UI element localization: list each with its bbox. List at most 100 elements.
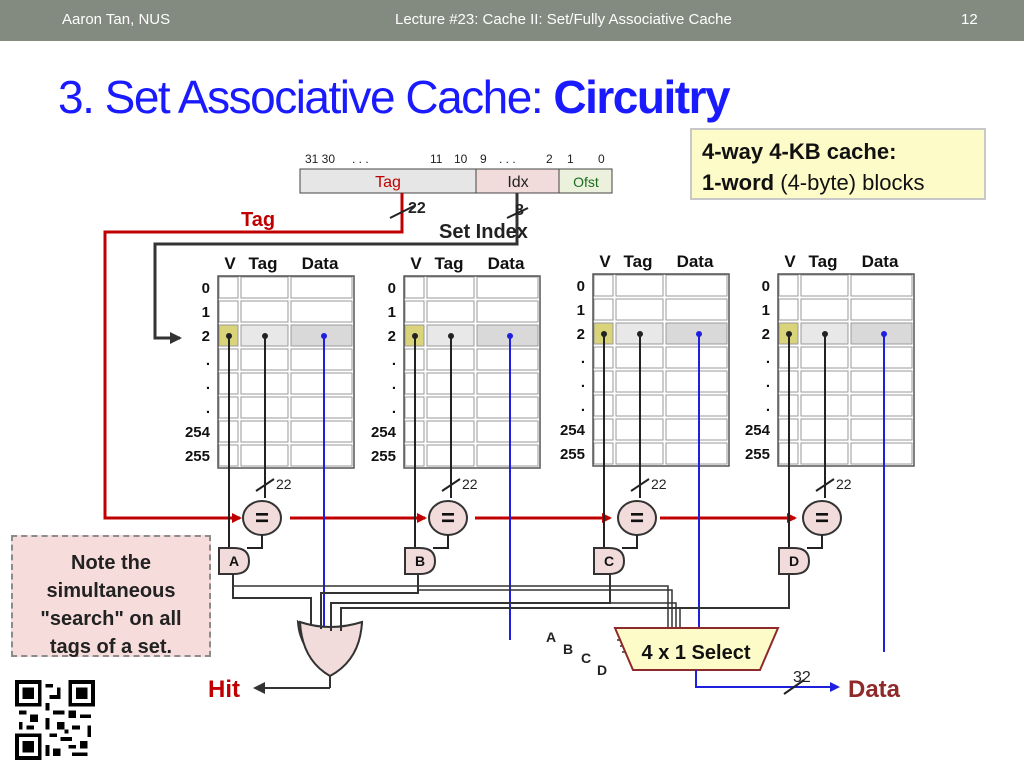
cache-cell xyxy=(290,348,353,371)
compare-result-wire xyxy=(807,535,823,549)
cache-way-frame xyxy=(592,273,730,467)
cache-cell xyxy=(850,298,913,321)
cache-cell xyxy=(476,372,539,395)
cache-cell xyxy=(665,370,728,393)
cache-cell xyxy=(615,274,664,297)
mux-input-a: A xyxy=(546,629,556,645)
row-index-label: 2 xyxy=(577,326,585,343)
cache-cell xyxy=(290,420,353,443)
row-index-label: . xyxy=(392,400,396,417)
tag-width-label: 22 xyxy=(651,476,667,492)
row-index-label: 2 xyxy=(388,328,396,345)
cache-cell xyxy=(850,370,913,393)
row-index-label: . xyxy=(392,376,396,393)
row-index-label: 254 xyxy=(371,424,397,441)
cache-cell xyxy=(290,396,353,419)
column-header: Tag xyxy=(435,254,464,273)
row-index-label: 255 xyxy=(371,448,396,465)
cache-cell xyxy=(476,276,539,299)
cache-cell xyxy=(404,300,425,323)
row-index-label: . xyxy=(206,400,210,417)
row-index-label: 255 xyxy=(185,448,210,465)
cache-cell xyxy=(476,420,539,443)
cache-cell xyxy=(665,418,728,441)
cache-cell xyxy=(665,346,728,369)
cache-config-line1: 4-way 4-KB cache: xyxy=(702,139,897,164)
and-gate-label: A xyxy=(229,553,239,569)
compare-result-wire xyxy=(622,535,638,549)
tag-field-label: Tag xyxy=(375,174,401,191)
page-title: 3. Set Associative Cache: Circuitry xyxy=(58,70,731,124)
tag-wire-label: Tag xyxy=(241,209,275,231)
tag-width-slash xyxy=(630,478,650,492)
idx-field-label: Idx xyxy=(507,174,528,191)
idx-width-slash xyxy=(506,207,529,219)
title-main: 3. Set Associative Cache: xyxy=(58,71,554,123)
qr-code-icon[interactable] xyxy=(15,680,95,760)
note-box: Note the simultaneous "search" on all ta… xyxy=(11,535,211,658)
tag-width-slash xyxy=(441,478,461,492)
bit-label-10: 10 xyxy=(454,152,468,166)
row-index-label: 255 xyxy=(560,446,585,463)
and-gate-label: B xyxy=(415,553,425,569)
tag-width-label: 22 xyxy=(836,476,852,492)
block-size-bold: 1-word xyxy=(702,170,775,195)
row-index-label: 0 xyxy=(202,280,210,297)
and-gate-label: C xyxy=(604,553,614,569)
row-index-label: . xyxy=(581,350,585,367)
bit-label-31-30: 31 30 xyxy=(305,152,335,166)
bit-label-1: 1 xyxy=(567,152,574,166)
cache-cell xyxy=(404,276,425,299)
cache-cell xyxy=(850,418,913,441)
column-header: V xyxy=(599,252,611,271)
cache-config-line2: 1-word (4-byte) blocks xyxy=(702,167,974,198)
bit-label-0: 0 xyxy=(598,152,605,166)
cache-cell xyxy=(476,396,539,419)
and-gate xyxy=(593,547,626,575)
row-index-label: 0 xyxy=(762,278,770,295)
cache-cell xyxy=(290,444,353,467)
note-line: simultaneous xyxy=(46,580,176,602)
tag-width-label: 22 xyxy=(276,476,292,492)
row-index-label: 0 xyxy=(577,278,585,295)
cache-cell xyxy=(615,298,664,321)
data-out-label: Data xyxy=(848,676,901,703)
column-header: Tag xyxy=(624,252,653,271)
set-index-label: Set Index xyxy=(439,221,528,243)
cache-cell xyxy=(476,348,539,371)
mux-input-d: D xyxy=(597,662,607,678)
and-gate xyxy=(404,547,437,575)
compare-result-wire xyxy=(433,535,449,549)
data-width-slash xyxy=(783,679,805,695)
compare-result-wire xyxy=(247,535,263,549)
column-header: Data xyxy=(488,254,525,273)
author-label: Aaron Tan, NUS xyxy=(62,11,171,28)
and-gate-label: D xyxy=(789,553,799,569)
row-index-label: . xyxy=(766,374,770,391)
cache-cell xyxy=(426,300,475,323)
cache-cell xyxy=(850,274,913,297)
idx-width-label: 8 xyxy=(515,202,524,219)
cache-cell xyxy=(218,276,239,299)
lecture-title: Lecture #23: Cache II: Set/Fully Associa… xyxy=(395,11,732,28)
select-mux-label: 4 x 1 Select xyxy=(642,642,751,664)
title-bold: Circuitry xyxy=(553,71,730,123)
row-index-label: 2 xyxy=(202,328,210,345)
column-header: Data xyxy=(862,252,899,271)
row-index-label: 0 xyxy=(388,280,396,297)
row-index-label: 254 xyxy=(185,424,211,441)
cache-cell xyxy=(290,300,353,323)
cache-cell xyxy=(290,276,353,299)
row-index-label: 1 xyxy=(577,302,585,319)
address-register: Tag Idx Ofst xyxy=(299,168,613,194)
cache-cell xyxy=(476,300,539,323)
comparator-symbol: = xyxy=(441,505,455,532)
cache-cell xyxy=(665,394,728,417)
row-index-label: . xyxy=(766,398,770,415)
bit-label-9: 9 xyxy=(480,152,487,166)
row-index-label: . xyxy=(206,352,210,369)
cache-cell xyxy=(778,298,799,321)
